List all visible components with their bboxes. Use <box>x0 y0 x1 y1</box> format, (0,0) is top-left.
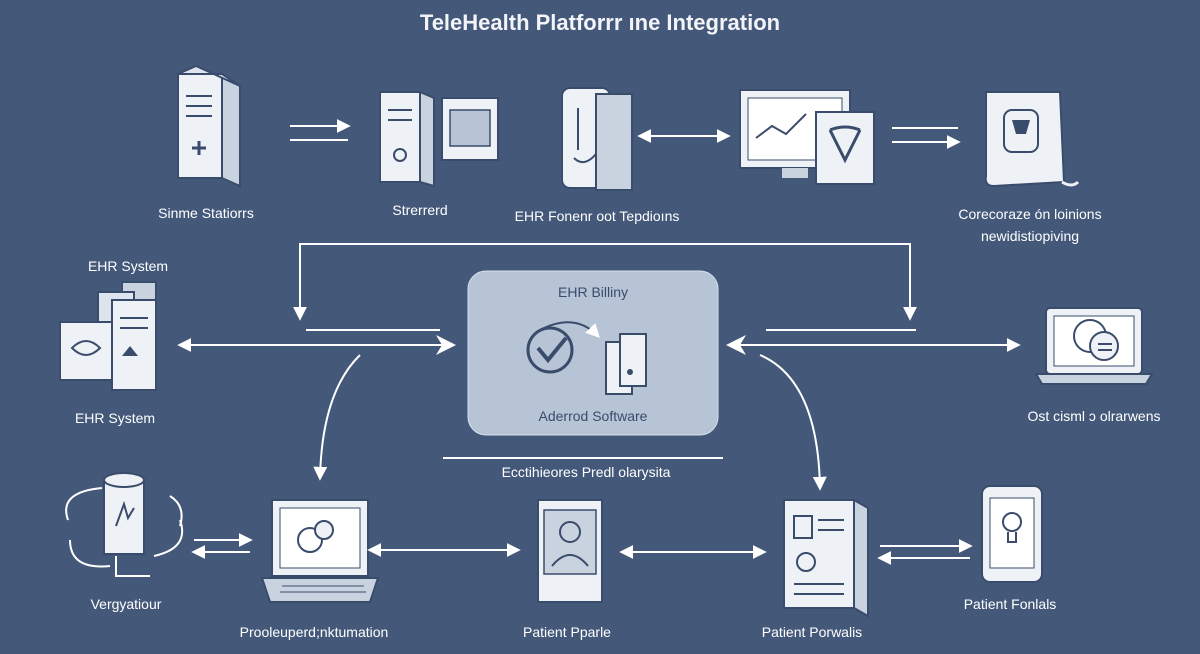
patient-record-document-icon <box>783 498 869 618</box>
top-bracket-line <box>293 243 917 321</box>
forward-arrows-2 <box>892 127 961 149</box>
label-sinme-statiorrs: Sinme Statiorrs <box>158 205 254 221</box>
patient-profile-icon <box>537 499 603 603</box>
label-ehr-system: EHR System <box>74 410 156 426</box>
sync-cylinder-icon <box>65 472 184 577</box>
label-ost-cisml: Ost cisml ɔ olrarwens <box>1027 408 1161 424</box>
curve-down-left <box>313 354 361 481</box>
center-panel-title: EHR Billiny <box>557 284 629 300</box>
diagram-title: TeleHealth Platforrr ıne Integration <box>419 10 781 35</box>
label-strerrerd: Strerrerd <box>392 202 448 218</box>
label-corecoraze: Corecoraze ón loinions <box>958 206 1102 222</box>
label-patient-porwalis: Patient Porwalis <box>761 624 863 640</box>
label-vergyatiour: Vergyatiour <box>90 596 162 612</box>
monitor-chart-icon <box>739 89 875 185</box>
checkmark-badge-icon <box>526 321 600 374</box>
label-patient-fonlals: Patient Fonlals <box>963 596 1057 612</box>
center-caption: Ecctihieores Predl olarysita <box>501 464 671 480</box>
laptop-message-icon <box>260 499 380 603</box>
ehr-record-icon <box>561 87 633 191</box>
report-document-icon <box>984 91 1080 188</box>
laptop-chat-icon <box>1034 307 1154 385</box>
label-ehr-fonenr: EHR Fonenr oot Tepdioıns <box>514 208 680 224</box>
server-doc-icon <box>605 333 647 395</box>
label-newidistiopiving: newidistiopiving <box>980 228 1080 244</box>
server-tower-icon <box>177 64 241 188</box>
ehr-system-servers-icon <box>59 281 157 391</box>
label-ehr-system-header: EHR System <box>87 258 169 274</box>
label-prooleuperd: Prooleuperd;nktumation <box>239 624 389 640</box>
forward-arrows-1 <box>290 119 351 141</box>
curve-down-right <box>759 354 827 491</box>
storage-unit-icon <box>379 90 499 188</box>
center-panel-subtitle: Aderrod Software <box>538 408 648 424</box>
mobile-phone-icon <box>981 485 1043 583</box>
bidirectional-arrows-bottom-1 <box>191 533 253 559</box>
bidirectional-arrows-bottom-4 <box>877 539 973 565</box>
label-patient-pparle: Patient Pparle <box>523 624 611 640</box>
